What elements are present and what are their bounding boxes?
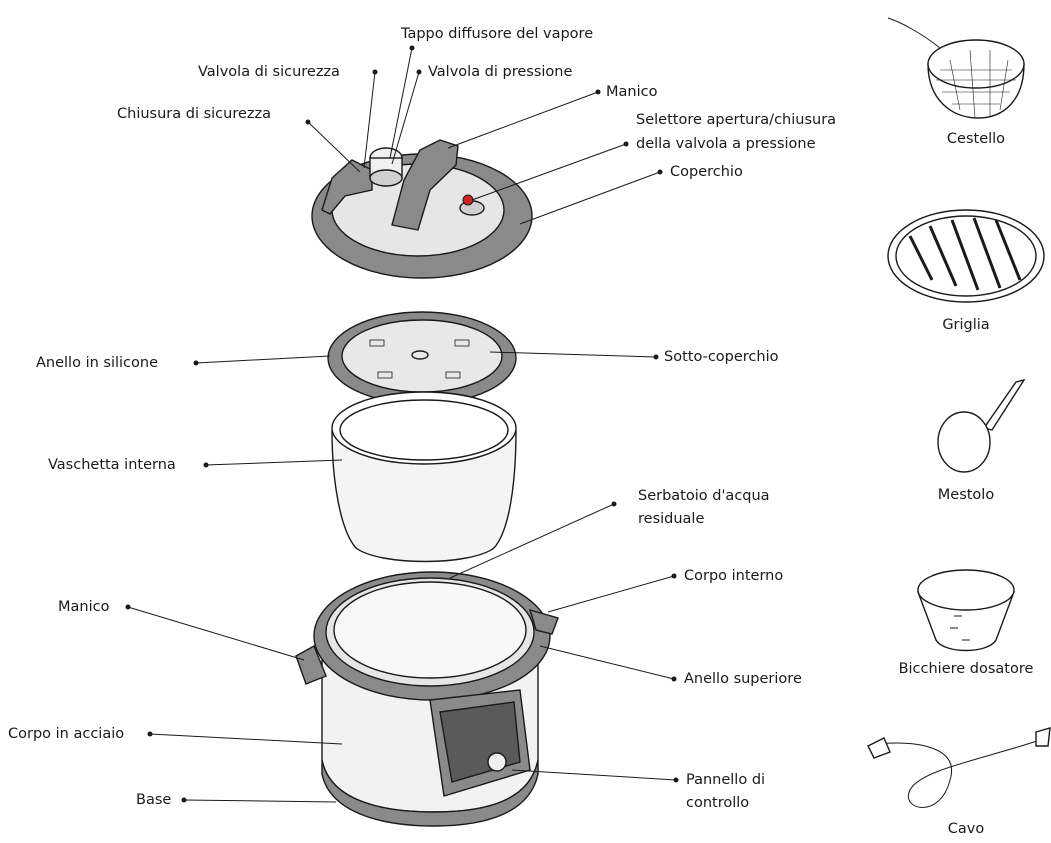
label-water-tank-line1: Serbatoio d'acqua [638, 488, 770, 504]
basket-illustration [887, 17, 1025, 119]
caption-rack: Griglia [942, 317, 989, 333]
label-steam-diffuser-cap: Tappo diffusore del vapore [400, 26, 593, 42]
label-selector-line2: della valvola a pressione [636, 136, 816, 152]
label-safety-lock: Chiusura di sicurezza [117, 106, 271, 122]
ladle-illustration [937, 378, 1026, 473]
label-lid: Coperchio [670, 164, 743, 180]
caption-basket: Cestello [947, 131, 1005, 147]
label-control-panel-line2: controllo [686, 795, 749, 811]
label-inner-body: Corpo interno [684, 568, 783, 584]
callout-lines [125, 45, 679, 803]
label-pressure-valve: Valvola di pressione [428, 64, 572, 80]
label-control-panel-line1: Pannello di [686, 772, 765, 788]
label-inner-lid: Sotto-coperchio [664, 349, 779, 365]
caption-ladle: Mestolo [938, 487, 995, 503]
label-base: Base [136, 792, 171, 808]
label-steel-body: Corpo in acciaio [8, 726, 124, 742]
caption-cable: Cavo [948, 821, 985, 837]
accessory-captions: Cestello Griglia Mestolo Bicchiere dosat… [899, 131, 1034, 837]
label-lid-handle: Manico [606, 84, 658, 100]
cooker-body-illustration [295, 571, 559, 827]
measuring-cup-illustration [916, 569, 1016, 652]
cable-illustration [867, 727, 1051, 808]
lid-illustration [311, 139, 533, 279]
rack-illustration [887, 209, 1045, 303]
label-body-handle: Manico [58, 599, 110, 615]
caption-measuring-cup: Bicchiere dosatore [899, 661, 1034, 677]
inner-pot-illustration [331, 391, 517, 563]
label-safety-valve: Valvola di sicurezza [198, 64, 340, 80]
label-selector-line1: Selettore apertura/chiusura [636, 112, 836, 128]
label-silicone-ring: Anello in silicone [36, 355, 158, 371]
label-water-tank-line2: residuale [638, 511, 704, 527]
label-inner-pot: Vaschetta interna [48, 457, 176, 473]
inner-lid-illustration [327, 311, 517, 405]
part-labels: Tappo diffusore del vapore Valvola di si… [8, 26, 836, 811]
label-top-ring: Anello superiore [684, 671, 802, 687]
